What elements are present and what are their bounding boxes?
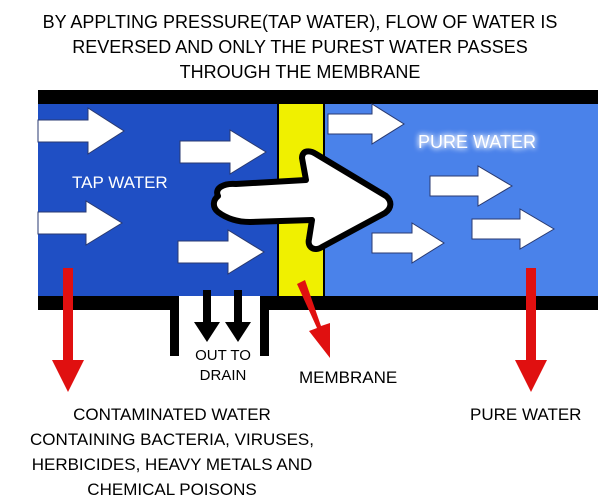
pipe-bottom-wall-right [262, 296, 598, 310]
pipe-bottom-wall-left [38, 296, 176, 310]
heading-line-3: THROUGH THE MEMBRANE [180, 62, 421, 82]
red-down-arrow-icon [515, 268, 547, 392]
pure-water-outside-label: PURE WATER [470, 405, 581, 424]
red-membrane-arrow-icon [297, 280, 330, 358]
contaminated-water-description: CONTAMINATED WATER CONTAINING BACTERIA, … [30, 405, 314, 499]
tap-water-flow-arrows [37, 107, 267, 275]
right-arrow-icon [429, 165, 513, 207]
pointer-arrows [52, 268, 547, 392]
drain-pipe-left-wall [170, 296, 179, 356]
right-arrow-icon [37, 107, 125, 155]
heading: BY APPLTING PRESSURE(TAP WATER), FLOW OF… [43, 12, 558, 82]
pure-water-flow-arrows [327, 103, 555, 264]
tap-water-label: TAP WATER [72, 173, 168, 192]
right-arrow-icon [177, 229, 265, 275]
right-arrow-icon [327, 103, 405, 145]
red-down-arrow-icon [52, 268, 84, 392]
out-to-drain-label-line-1: OUT TO [195, 347, 251, 364]
drain-arrows [194, 290, 251, 342]
contaminated-line-1: CONTAMINATED WATER [73, 405, 271, 424]
out-to-drain-label-line-2: DRAIN [200, 367, 247, 384]
down-arrow-icon [194, 290, 220, 342]
pure-water-inside-label: PURE WATER [418, 132, 536, 152]
heading-line-1: BY APPLTING PRESSURE(TAP WATER), FLOW OF… [43, 12, 558, 32]
right-arrow-icon [471, 208, 555, 250]
right-arrow-icon [179, 129, 267, 175]
down-arrow-icon [225, 290, 251, 342]
drain-pipe-right-wall [260, 296, 269, 356]
right-arrow-icon [371, 222, 445, 264]
right-arrow-icon [37, 200, 123, 246]
contaminated-line-2: CONTAINING BACTERIA, VIRUSES, [30, 430, 314, 449]
contaminated-line-4: CHEMICAL POISONS [87, 480, 256, 499]
pipe-top-wall [38, 90, 598, 104]
heading-line-2: REVERSED AND ONLY THE PUREST WATER PASSE… [72, 37, 527, 57]
membrane-label: MEMBRANE [299, 368, 397, 387]
big-pressure-arrow-icon [210, 148, 394, 252]
contaminated-line-3: HERBICIDES, HEAVY METALS AND [32, 455, 313, 474]
